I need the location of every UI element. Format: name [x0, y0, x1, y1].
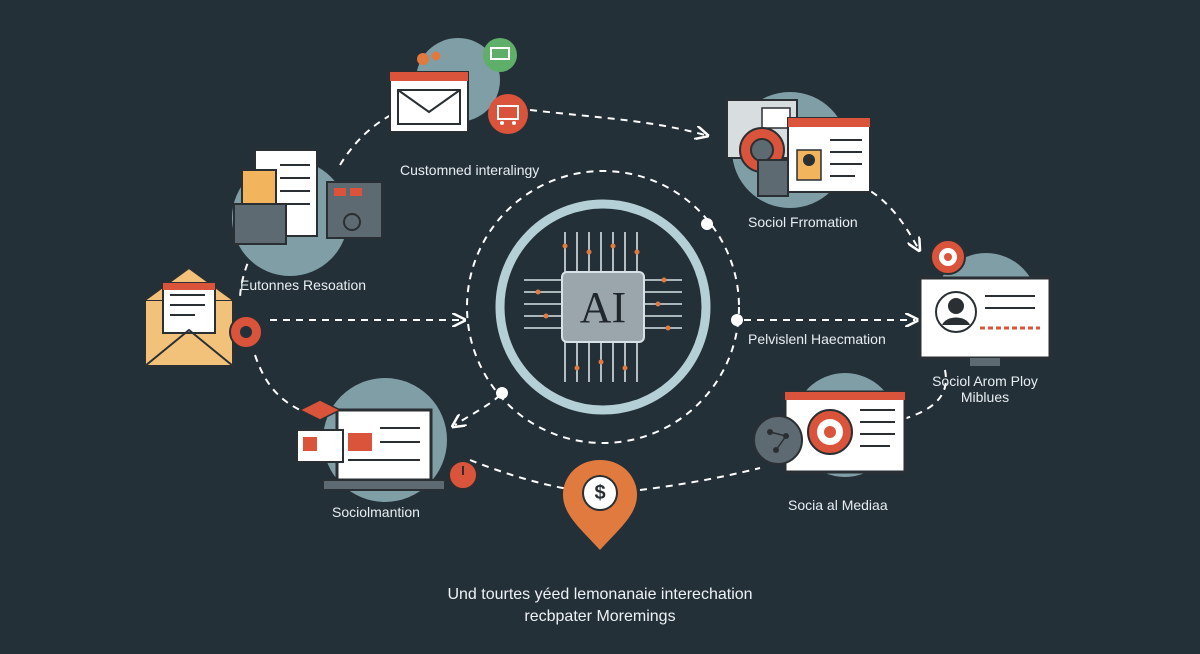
node-email-cart — [389, 38, 528, 134]
gear-icon — [417, 51, 441, 65]
ring-dot-lower-left — [496, 387, 508, 399]
share-icon — [343, 213, 361, 231]
envelope-icon — [397, 89, 461, 114]
label-social-arom: Sociol Arom Ploy Miblues — [915, 373, 1055, 405]
chat-cart-icon — [483, 38, 517, 72]
label-social-arom-line2: Miblues — [960, 389, 1010, 405]
dollar-symbol: $ — [594, 481, 606, 504]
label-eutonnes: Eutonnes Resoation — [240, 277, 367, 293]
connector-bottom-right — [639, 467, 761, 491]
node-laptop — [296, 378, 478, 502]
graduation-icon — [298, 399, 342, 421]
connector-left-lower — [254, 354, 301, 411]
connector-top-right — [529, 109, 705, 135]
ai-chip — [561, 271, 645, 343]
ring-dot-right — [731, 314, 743, 326]
node-payment-pin — [563, 460, 637, 550]
ring-dot-upper-right — [701, 218, 713, 230]
caption-line-2: recbpater Moremings — [524, 608, 676, 625]
node-profile-settings — [726, 92, 871, 208]
node-monitor-profile — [918, 239, 1052, 366]
avatar-icon — [803, 154, 815, 166]
ai-glow-ring — [495, 199, 711, 415]
label-social-media: Socia al Mediaa — [788, 497, 888, 513]
label-social-formation: Sociol Frromation — [748, 214, 858, 230]
cart-icon — [488, 94, 528, 134]
ai-hub — [466, 170, 743, 444]
label-social-arom-line1: Sociol Arom Ploy — [932, 373, 1038, 389]
node-envelope — [144, 266, 263, 367]
outer-dashed-ring — [466, 170, 740, 444]
label-sociolmantion: Sociolmantion — [332, 504, 420, 520]
network-chat-icon — [753, 415, 803, 465]
chip-pins-top — [564, 232, 638, 272]
chip-pin-dots — [535, 243, 671, 371]
ai-chip-label: AI — [579, 282, 627, 332]
connector-inner-down — [455, 394, 501, 425]
chip-pins-left — [524, 279, 562, 329]
connector-right-lower — [899, 369, 947, 421]
label-customized: Customned interalingy — [400, 162, 540, 178]
node-documents — [232, 149, 383, 276]
chip-pins-right — [644, 279, 682, 329]
connector-bottom-left — [469, 459, 576, 491]
label-personal: Pelvislenl Haecmation — [748, 331, 886, 347]
node-target-monitor — [753, 373, 907, 477]
caption-line-1: Und tourtes yéed lemonanaie interechatio… — [447, 586, 753, 603]
connector-right-down — [859, 184, 918, 248]
